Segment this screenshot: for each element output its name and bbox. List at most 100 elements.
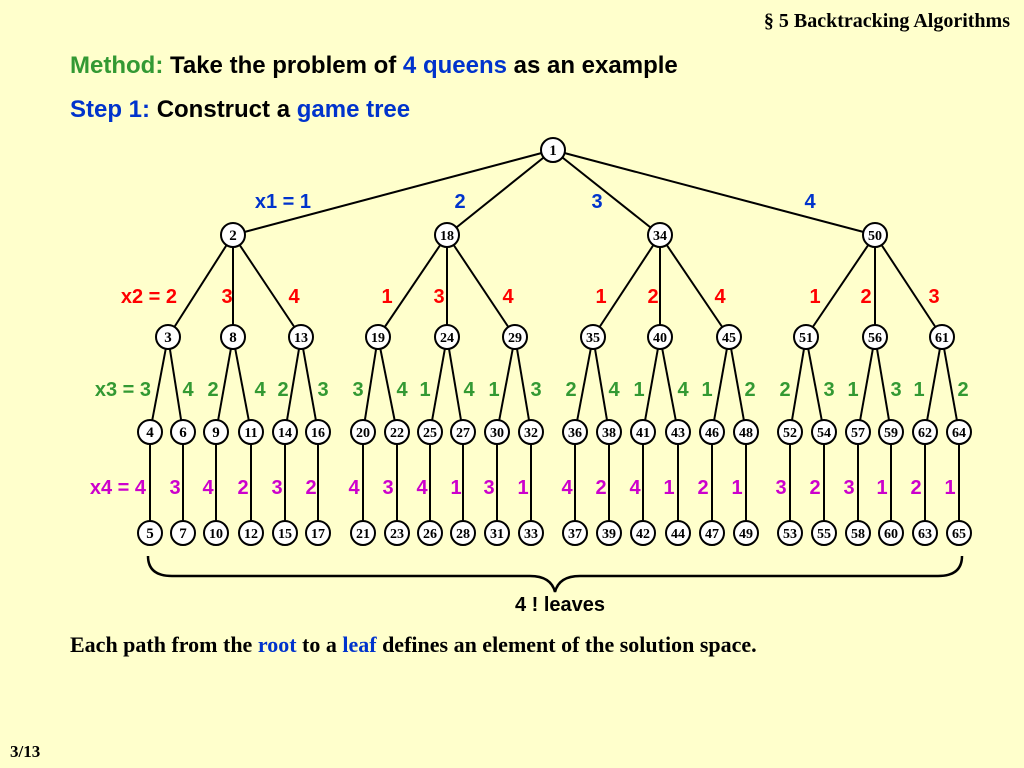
- edge-label: 3: [775, 477, 786, 499]
- node-circle: [518, 419, 544, 445]
- node-circle: [777, 520, 803, 546]
- tree-node: 36: [562, 419, 588, 445]
- node-label: 2: [229, 228, 237, 244]
- tree-edge: [232, 234, 302, 338]
- tree-edge: [874, 234, 943, 338]
- tree-node: 44: [665, 520, 691, 546]
- tree-edge: [805, 336, 825, 433]
- node-label: 10: [209, 527, 223, 542]
- node-label: 38: [602, 426, 616, 441]
- node-label: 49: [739, 527, 753, 542]
- tree-node: 4: [137, 419, 163, 445]
- edge-label: 3: [169, 477, 180, 499]
- node-label: 39: [602, 527, 616, 542]
- edge-label: 4: [629, 477, 641, 499]
- node-label: 15: [278, 527, 292, 542]
- edge-label: 2: [744, 379, 755, 401]
- node-circle: [733, 419, 759, 445]
- node-circle: [155, 324, 181, 350]
- node-label: 19: [371, 331, 385, 346]
- tree-edge: [446, 149, 554, 236]
- node-circle: [878, 520, 904, 546]
- node-circle: [540, 137, 566, 163]
- tree-node: 29: [502, 324, 528, 350]
- node-label: 51: [799, 331, 813, 346]
- node-circle: [137, 419, 163, 445]
- tree-node: 19: [365, 324, 391, 350]
- node-circle: [733, 520, 759, 546]
- node-label: 23: [390, 527, 404, 542]
- edge-label: 1: [419, 379, 430, 401]
- edge-label: 3: [433, 286, 444, 308]
- tree-node: 61: [929, 324, 955, 350]
- node-circle: [665, 520, 691, 546]
- node-label: 16: [311, 426, 325, 441]
- node-circle: [647, 222, 673, 248]
- footer-root: root: [257, 632, 297, 657]
- edge-label: 2: [910, 477, 921, 499]
- edge-label: 4: [804, 191, 816, 213]
- tree-node: 20: [350, 419, 376, 445]
- node-circle: [170, 520, 196, 546]
- tree-node: 42: [630, 520, 656, 546]
- edge-label: x2 = 2: [121, 286, 177, 308]
- node-circle: [647, 324, 673, 350]
- node-circle: [384, 419, 410, 445]
- edge-label: 4: [254, 379, 266, 401]
- edge-label: 3: [928, 286, 939, 308]
- footer-leaf: leaf: [342, 632, 377, 657]
- edge-label: 3: [483, 477, 494, 499]
- tree-node: 6: [170, 419, 196, 445]
- tree-node: 23: [384, 520, 410, 546]
- node-circle: [929, 324, 955, 350]
- method-text-1: Take the problem of: [169, 52, 397, 79]
- tree-node: 33: [518, 520, 544, 546]
- tree-node: 35: [580, 324, 606, 350]
- tree-edge: [300, 336, 319, 433]
- tree-edge: [362, 336, 379, 433]
- tree-node: 34: [647, 222, 673, 248]
- node-circle: [912, 520, 938, 546]
- node-circle: [665, 419, 691, 445]
- method-highlight: 4 queens: [402, 52, 507, 79]
- node-circle: [596, 419, 622, 445]
- edge-label: 3: [271, 477, 282, 499]
- edge-label: 3: [591, 191, 602, 213]
- node-circle: [170, 419, 196, 445]
- node-label: 63: [918, 527, 932, 542]
- tree-node: 63: [912, 520, 938, 546]
- tree-edge: [377, 336, 398, 433]
- node-circle: [238, 419, 264, 445]
- node-circle: [946, 419, 972, 445]
- node-label: 58: [851, 527, 865, 542]
- node-circle: [272, 419, 298, 445]
- tree-edge: [429, 336, 448, 433]
- node-label: 48: [739, 426, 753, 441]
- node-circle: [350, 520, 376, 546]
- tree-edge: [711, 336, 730, 433]
- node-circle: [450, 520, 476, 546]
- node-label: 13: [294, 331, 308, 346]
- tree-node: 25: [417, 419, 443, 445]
- node-circle: [350, 419, 376, 445]
- edge-label: 2: [305, 477, 316, 499]
- leaves-brace: [146, 555, 964, 593]
- node-circle: [862, 324, 888, 350]
- node-label: 36: [568, 426, 582, 441]
- tree-edge: [377, 234, 448, 338]
- node-label: 45: [722, 331, 736, 346]
- node-label: 17: [311, 527, 325, 542]
- node-circle: [630, 520, 656, 546]
- edge-label: 4: [396, 379, 408, 401]
- node-label: 34: [653, 229, 667, 244]
- node-circle: [518, 520, 544, 546]
- edge-label: 3: [382, 477, 393, 499]
- tree-node: 18: [434, 222, 460, 248]
- footer-text-1: Each path from the: [70, 632, 253, 657]
- tree-node: 57: [845, 419, 871, 445]
- edge-label: 1: [488, 379, 499, 401]
- tree-edge: [941, 336, 960, 433]
- tree-node: 51: [793, 324, 819, 350]
